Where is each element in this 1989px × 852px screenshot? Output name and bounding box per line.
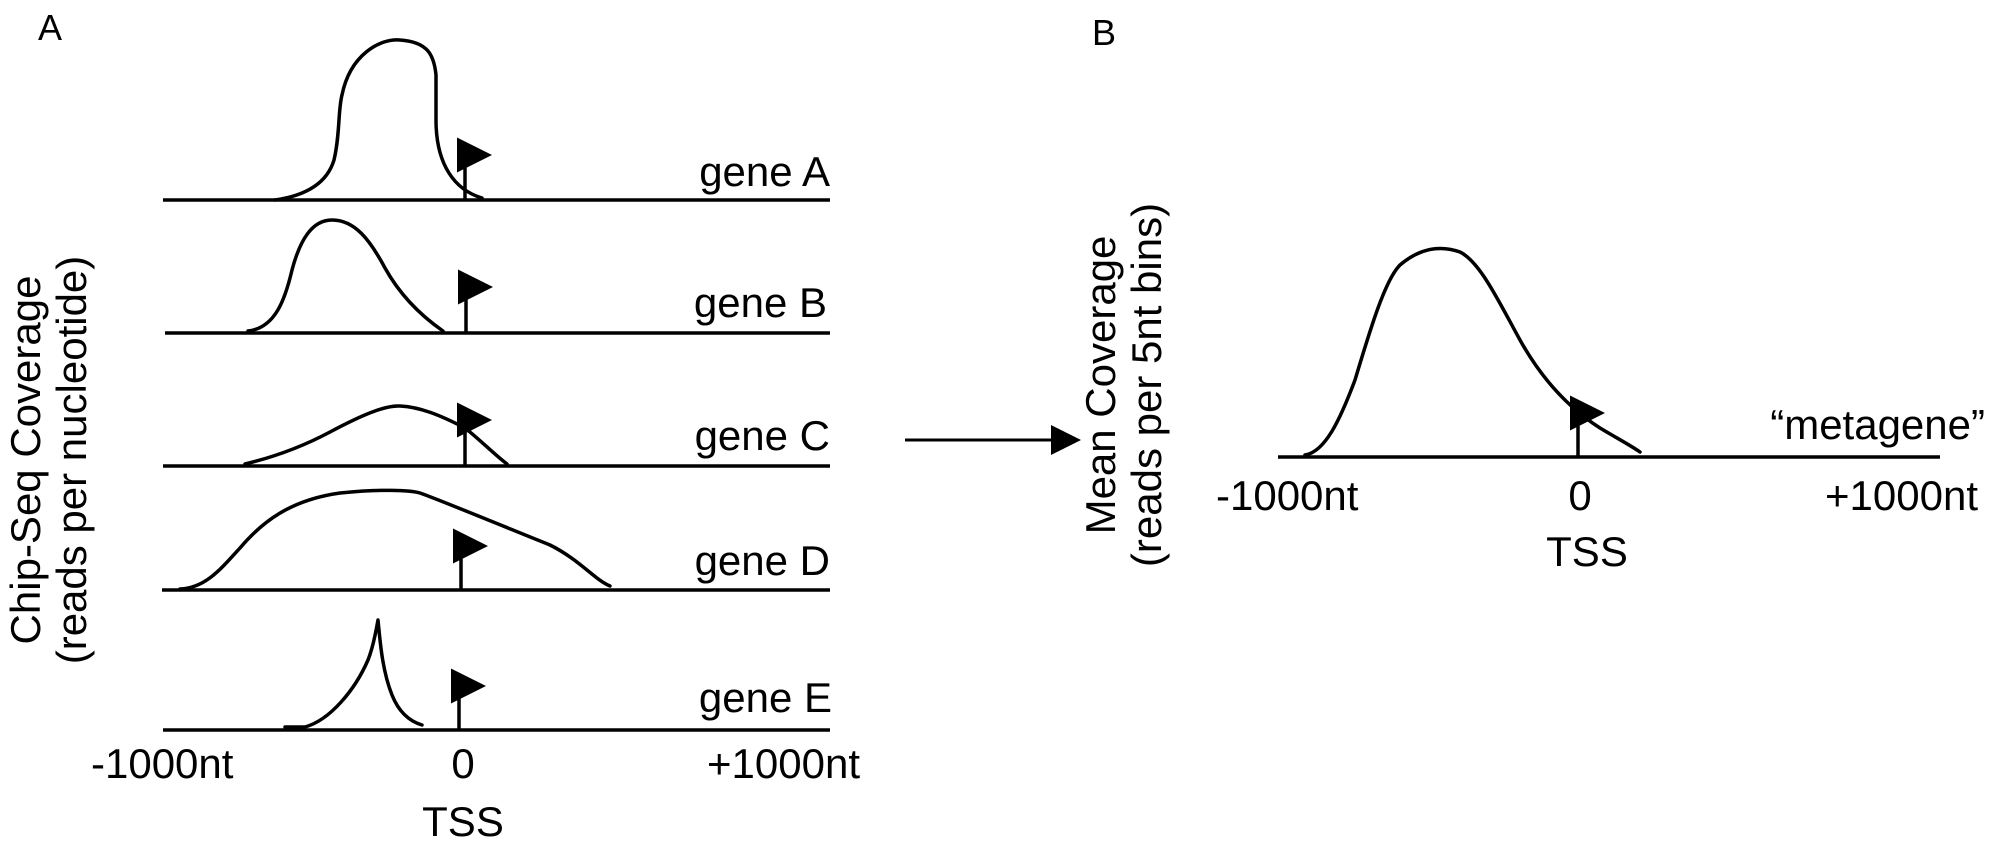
panel-b-ylabel-line1: Mean Coverage bbox=[1077, 236, 1124, 535]
panel-b-y-axis-label: Mean Coverage (reads per 5nt bins) bbox=[1077, 203, 1170, 567]
gene-c-tss-arrow-icon bbox=[457, 402, 492, 466]
panel-b: B Mean Coverage (reads per 5nt bins) “me… bbox=[1077, 12, 1985, 575]
gene-c-coverage-curve bbox=[243, 404, 509, 466]
gene-c-label: gene C bbox=[695, 412, 830, 459]
gene-d-coverage-curve bbox=[178, 488, 612, 591]
panel-b-tss-label: TSS bbox=[1546, 528, 1628, 575]
gene-b-track: gene B bbox=[165, 218, 830, 335]
panel-a-label: A bbox=[38, 7, 62, 48]
panel-a: A Chip-Seq Coverage (reads per nucleotid… bbox=[2, 7, 860, 845]
gene-c-track: gene C bbox=[163, 402, 830, 468]
metagene-coverage-curve bbox=[1303, 246, 1642, 457]
panel-a-y-axis-label: Chip-Seq Coverage (reads per nucleotide) bbox=[2, 256, 95, 665]
panel-b-x-min-label: -1000nt bbox=[1216, 472, 1359, 519]
panel-a-x-max-label: +1000nt bbox=[707, 740, 860, 787]
metagene-label: “metagene” bbox=[1770, 401, 1985, 448]
panel-a-x-zero-label: 0 bbox=[451, 740, 474, 787]
gene-d-label: gene D bbox=[695, 537, 830, 584]
gene-b-coverage-curve bbox=[246, 218, 445, 333]
panel-b-x-zero-label: 0 bbox=[1568, 472, 1591, 519]
gene-d-tss-arrow-icon bbox=[453, 528, 488, 590]
gene-e-tss-arrow-icon bbox=[451, 668, 486, 730]
gene-b-tss-arrow-icon bbox=[458, 269, 493, 333]
gene-e-track: gene E bbox=[163, 618, 832, 732]
gene-b-label: gene B bbox=[694, 279, 827, 326]
gene-e-coverage-curve bbox=[283, 618, 424, 729]
panel-b-label: B bbox=[1092, 12, 1116, 53]
gene-a-label: gene A bbox=[699, 148, 830, 195]
gene-a-track: gene A bbox=[163, 38, 830, 202]
panel-b-x-max-label: +1000nt bbox=[1825, 472, 1978, 519]
gene-a-coverage-curve bbox=[273, 38, 484, 202]
panel-a-ylabel-line2: (reads per nucleotide) bbox=[48, 256, 95, 665]
gene-a-tss-arrow-icon bbox=[457, 137, 492, 200]
panel-a-x-min-label: -1000nt bbox=[91, 740, 234, 787]
panel-a-ylabel-line1: Chip-Seq Coverage bbox=[2, 276, 49, 645]
gene-e-label: gene E bbox=[699, 674, 832, 721]
metagene-tss-arrow-icon bbox=[1570, 395, 1605, 457]
gene-d-track: gene D bbox=[162, 488, 830, 592]
panel-a-tss-label: TSS bbox=[422, 798, 504, 845]
panel-b-ylabel-line2: (reads per 5nt bins) bbox=[1123, 203, 1170, 567]
